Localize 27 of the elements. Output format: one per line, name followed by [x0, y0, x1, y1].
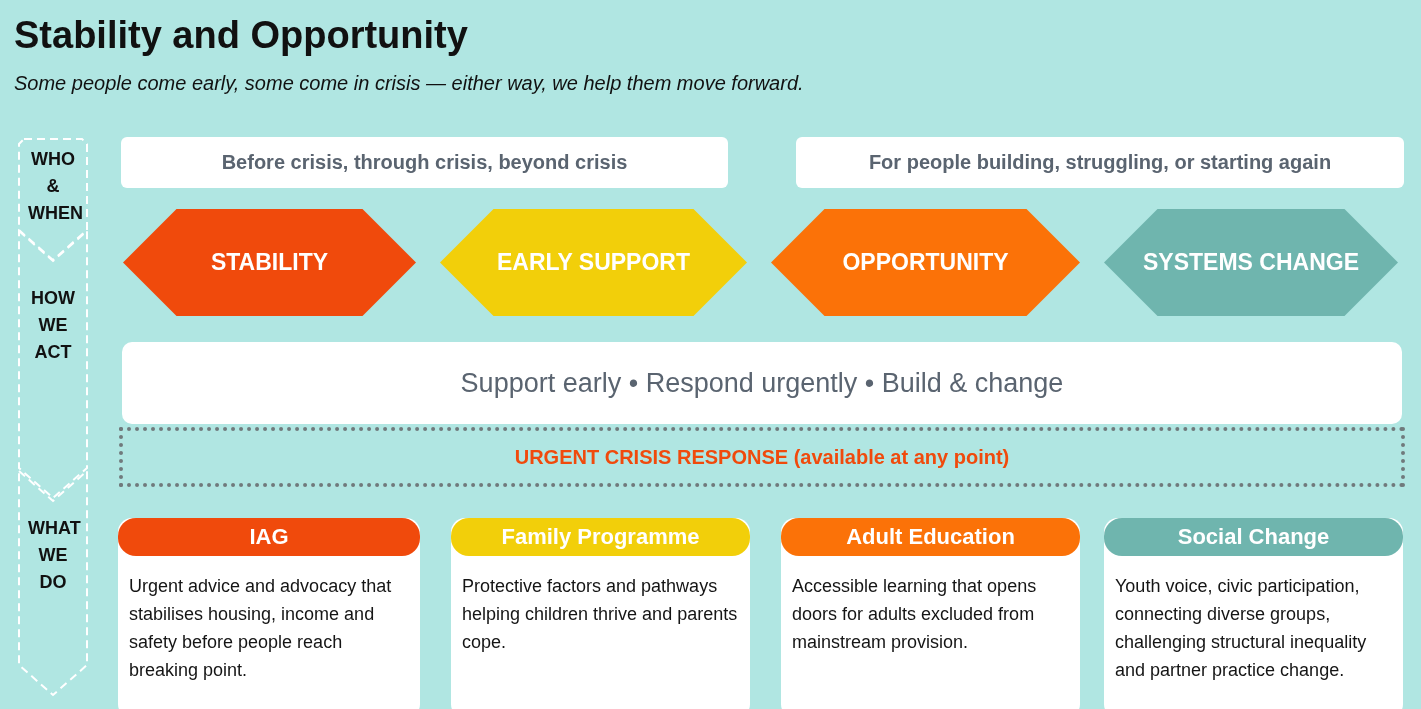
- diagram-title: Stability and Opportunity: [14, 14, 468, 57]
- stage-title: OPPORTUNITY: [842, 249, 1009, 276]
- urgent-response-box: [119, 427, 1405, 487]
- subtitle: Some people come early, some come in crisis — either way, we help them move forward.: [14, 72, 804, 95]
- urgent-text: URGENT CRISIS RESPONSE (available at any point): [514, 445, 1010, 469]
- audience-box: [796, 137, 1404, 188]
- box-text: For people building, struggling, or starting again: [868, 151, 1332, 174]
- audience-box: [121, 137, 728, 188]
- card-heading: IAG: [118, 518, 420, 556]
- card-heading: Family Programme: [451, 518, 750, 556]
- card-description: Protective factors and pathways helping children thrive and parents cope.: [462, 575, 739, 654]
- service-card: [781, 518, 1080, 709]
- approach-band: [122, 342, 1402, 424]
- box-text: Before crisis, through crisis, beyond crisis: [221, 151, 628, 174]
- stage-title: EARLY SUPPORT: [497, 249, 690, 276]
- service-card: [118, 518, 420, 709]
- stage-title: SYSTEMS CHANGE: [1143, 249, 1359, 276]
- card-heading: Adult Education: [781, 518, 1080, 556]
- stage-label: HOW WE ACT: [30, 287, 76, 364]
- card-description: Youth voice, civic participation, connecting diverse groups, challenging structural inequality and partner practice change.: [1115, 575, 1368, 682]
- service-card: [1104, 518, 1403, 709]
- approach-text: Support early • Respond urgently • Build & change: [460, 367, 1064, 399]
- stage-title: STABILITY: [210, 249, 329, 276]
- card-description: Urgent advice and advocacy that stabilises housing, income and safety before people reach breaking point.: [129, 575, 393, 682]
- card-description: Accessible learning that opens doors for adults excluded from mainstream provision.: [792, 575, 1038, 654]
- card-heading: Social Change: [1104, 518, 1403, 556]
- service-card: [451, 518, 750, 709]
